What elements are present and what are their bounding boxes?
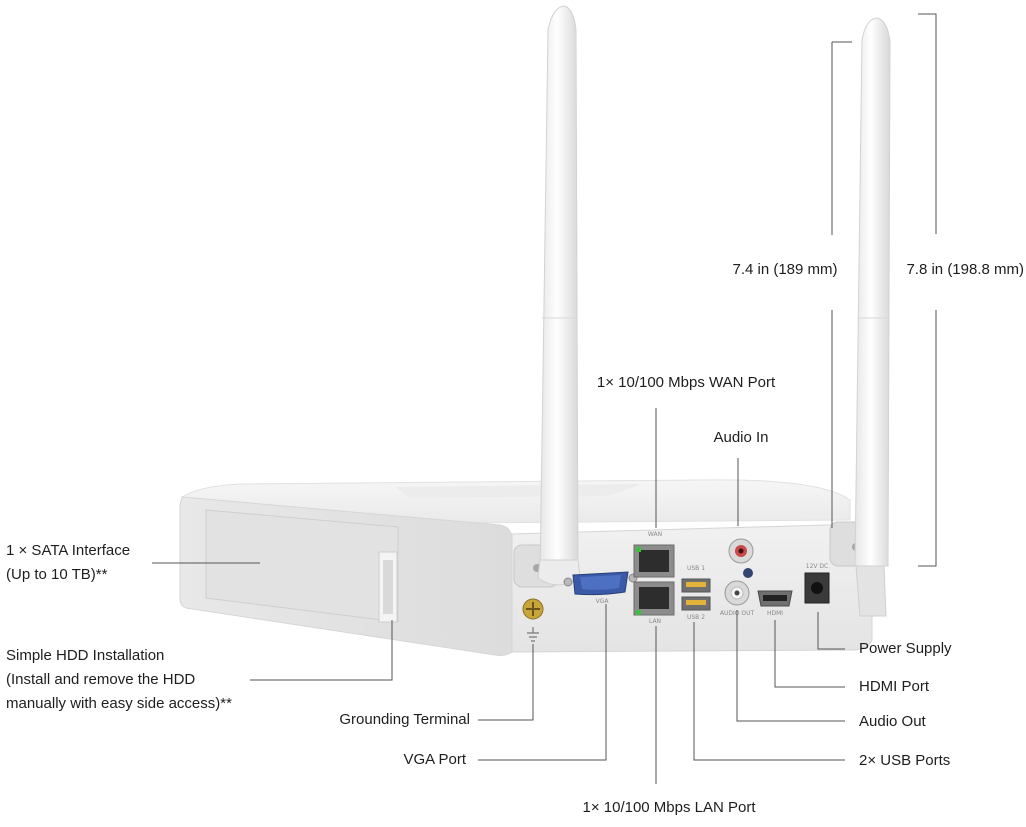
callout-vga: VGA Port bbox=[403, 751, 466, 768]
dim-short-label: 7.4 in (189 mm) bbox=[732, 261, 838, 278]
callout-audio-in: Audio In bbox=[713, 429, 769, 446]
callout-sata: 1 × SATA Interface (Up to 10 TB)** bbox=[6, 539, 130, 587]
callout-usb: 2× USB Ports bbox=[859, 752, 951, 769]
callout-wan: 1× 10/100 Mbps WAN Port bbox=[596, 374, 776, 391]
leader-audio-out bbox=[736, 610, 845, 722]
leader-hdmi bbox=[774, 620, 845, 688]
dim-tall-bottom bbox=[918, 310, 937, 567]
silk-usb2: USB 2 bbox=[686, 614, 706, 621]
silk-dc: 12V DC bbox=[805, 563, 829, 570]
leader-power bbox=[817, 612, 845, 650]
leader-vga bbox=[478, 604, 607, 761]
silk-vga: VGA bbox=[595, 598, 609, 605]
silk-hdmi: HDMI bbox=[766, 610, 784, 617]
leader-grounding bbox=[478, 644, 534, 721]
callout-power: Power Supply bbox=[859, 640, 952, 657]
leader-hdd bbox=[250, 620, 393, 681]
callout-hdd-line3: manually with easy side access)** bbox=[6, 695, 232, 712]
callout-hdd-line2: (Install and remove the HDD bbox=[6, 671, 196, 688]
callout-sata-line2: (Up to 10 TB)** bbox=[6, 566, 108, 583]
silk-wan: WAN bbox=[647, 531, 663, 538]
antenna-right bbox=[854, 17, 891, 567]
antenna-left bbox=[539, 5, 579, 579]
dim-short-top bbox=[831, 41, 852, 235]
callout-hdmi: HDMI Port bbox=[859, 678, 930, 695]
callout-sata-line1: 1 × SATA Interface bbox=[6, 542, 131, 559]
case-top-recess bbox=[395, 484, 640, 498]
callout-grounding: Grounding Terminal bbox=[339, 711, 470, 728]
dim-tall-label: 7.8 in (198.8 mm) bbox=[906, 261, 1024, 278]
silk-lan: LAN bbox=[648, 618, 662, 625]
leader-usb bbox=[693, 622, 845, 761]
callout-audio-out: Audio Out bbox=[859, 713, 926, 730]
callout-hdd-line1: Simple HDD Installation bbox=[6, 647, 165, 664]
silk-usb1: USB 1 bbox=[686, 565, 706, 572]
dim-tall-top bbox=[918, 13, 937, 234]
callout-hdd: Simple HDD Installation (Install and rem… bbox=[6, 644, 232, 716]
hdd-bay-panel bbox=[205, 509, 399, 623]
callout-lan: 1× 10/100 Mbps LAN Port bbox=[582, 799, 756, 816]
